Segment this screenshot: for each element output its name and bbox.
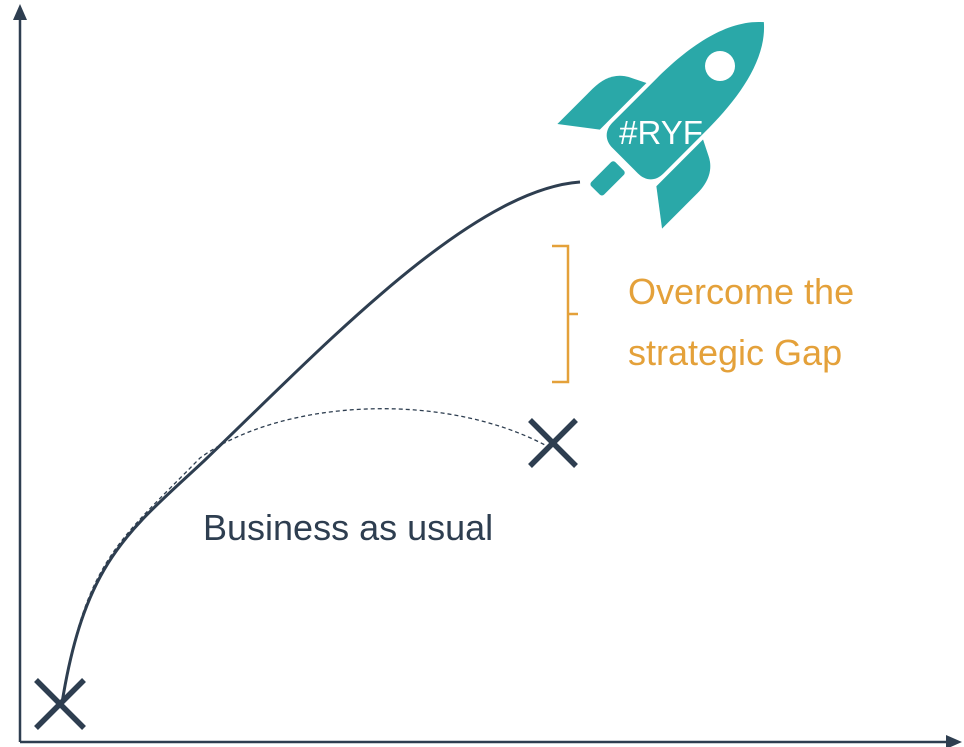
start-marker-x-icon (34, 678, 86, 730)
x-axis-arrow-icon (946, 735, 962, 747)
rocket-label: #RYF (619, 114, 703, 151)
bracket-icon (552, 244, 578, 384)
baseline-dashed-curve (61, 408, 546, 704)
gap-label-line1: Overcome the (628, 271, 854, 312)
y-axis-arrow-icon (13, 4, 27, 20)
baseline-label: Business as usual (203, 507, 493, 548)
gap-label-line2: strategic Gap (628, 332, 842, 373)
end-marker-x-icon (528, 418, 578, 468)
growth-curve (60, 180, 581, 704)
axes (13, 4, 962, 747)
rocket-icon: #RYF (557, 22, 764, 229)
